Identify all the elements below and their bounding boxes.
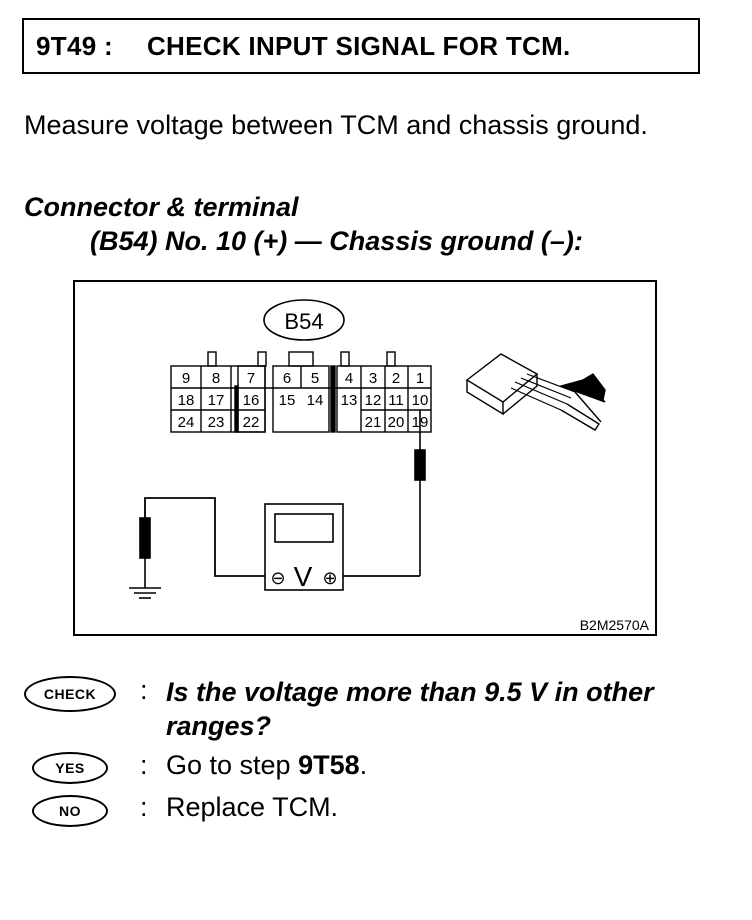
- terminal-2: 2: [392, 370, 400, 387]
- terminal-10: 10: [412, 392, 429, 409]
- plus-terminal-icon: ⊕: [322, 568, 337, 588]
- step-title: CHECK INPUT SIGNAL FOR TCM.: [146, 30, 571, 61]
- positive-probe: [414, 410, 426, 576]
- terminal-numbers: 9 8 7 6 5 4 3 2 1 18 17 16 15 14 13 12 1…: [178, 370, 429, 431]
- connector-label: B54: [284, 309, 323, 334]
- terminal-17: 17: [208, 392, 225, 409]
- terminal-23: 23: [208, 414, 225, 431]
- step-code: 9T49 :: [36, 30, 113, 61]
- connector-b54: [170, 351, 432, 433]
- no-badge-icon: NO: [32, 795, 108, 827]
- terminal-18: 18: [178, 392, 195, 409]
- check-question: Is the voltage more than 9.5 V in other …: [166, 677, 654, 741]
- yes-action: Go to step 9T58.: [166, 750, 368, 780]
- intro-paragraph: Measure voltage between TCM and chassis …: [24, 110, 648, 140]
- yes-badge-icon: YES: [32, 752, 108, 784]
- voltmeter-symbol: V: [294, 561, 313, 592]
- figure-code: B2M2570A: [580, 617, 650, 633]
- harness-connector-illustration: [465, 353, 606, 431]
- no-colon: :: [140, 792, 148, 822]
- terminal-5: 5: [311, 370, 319, 387]
- step-title-box: 9T49 : CHECK INPUT SIGNAL FOR TCM.: [22, 18, 700, 74]
- yes-colon: :: [140, 750, 148, 780]
- terminal-22: 22: [243, 414, 260, 431]
- terminal-15: 15: [279, 392, 296, 409]
- test-leads: [144, 497, 420, 577]
- yes-step-ref: 9T58: [298, 750, 360, 780]
- terminal-20: 20: [388, 414, 405, 431]
- connector-label-ellipse: [263, 299, 345, 341]
- terminal-24: 24: [178, 414, 195, 431]
- connector-detail: (B54) No. 10 (+) — Chassis ground (–):: [90, 226, 583, 256]
- terminal-8: 8: [212, 370, 220, 387]
- terminal-16: 16: [243, 392, 260, 409]
- terminal-21: 21: [365, 414, 382, 431]
- minus-terminal-icon: ⊖: [270, 568, 285, 588]
- terminal-4: 4: [345, 370, 353, 387]
- terminal-12: 12: [365, 392, 382, 409]
- terminal-1: 1: [416, 370, 424, 387]
- wiring-diagram: B54: [73, 280, 657, 636]
- diagram-drawing: B54: [129, 299, 650, 633]
- terminal-9: 9: [182, 370, 190, 387]
- no-action: Replace TCM.: [166, 792, 339, 822]
- terminal-13: 13: [341, 392, 358, 409]
- voltmeter: [264, 503, 344, 591]
- check-badge-icon: CHECK: [24, 676, 116, 712]
- terminal-11: 11: [388, 392, 404, 409]
- ground-probe: [129, 517, 161, 599]
- connector-heading: Connector & terminal: [24, 192, 299, 222]
- terminal-7: 7: [247, 370, 255, 387]
- check-colon: :: [140, 675, 148, 705]
- terminal-3: 3: [369, 370, 377, 387]
- terminal-14: 14: [307, 392, 324, 409]
- terminal-6: 6: [283, 370, 291, 387]
